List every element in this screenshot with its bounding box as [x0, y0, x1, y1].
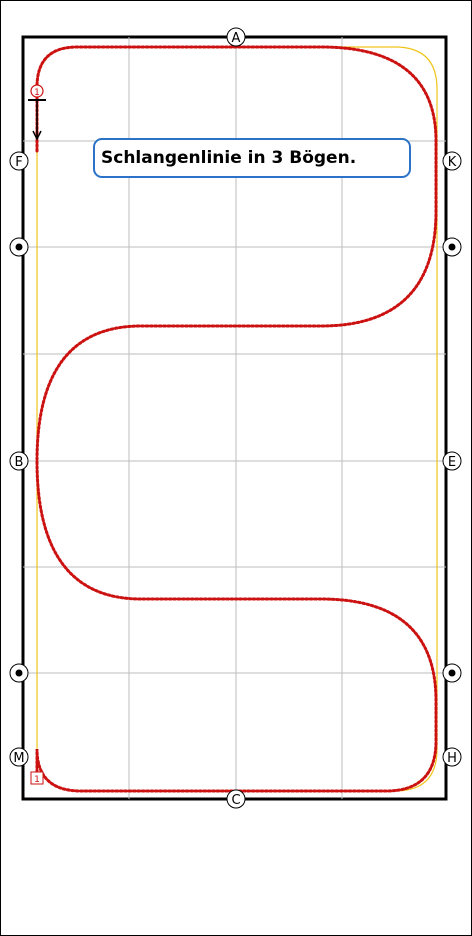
- start-badge-label: 1: [34, 88, 40, 98]
- letter-marker-m: M: [9, 747, 29, 767]
- letter-c-label: C: [231, 793, 240, 808]
- letter-f-label: F: [15, 155, 22, 170]
- dot-marker-left-upper: [9, 237, 29, 257]
- letter-k-label: K: [448, 155, 457, 170]
- dot-marker-right-upper: [442, 237, 462, 257]
- letter-marker-a: A: [226, 27, 246, 47]
- letter-marker-k: K: [442, 151, 462, 171]
- figure-title: Schlangenlinie in 3 Bögen.: [101, 148, 357, 168]
- letter-e-label: E: [448, 455, 456, 470]
- letter-marker-h: H: [442, 747, 462, 767]
- letter-marker-b: B: [9, 451, 29, 471]
- title-label-box: Schlangenlinie in 3 Bögen.: [93, 138, 411, 178]
- letter-marker-f: F: [9, 151, 29, 171]
- letter-marker-c: C: [226, 789, 246, 809]
- end-badge: 1: [30, 771, 44, 785]
- serpentine-path: [35, 45, 438, 793]
- start-badge: 1: [30, 84, 44, 98]
- letter-h-label: H: [447, 751, 457, 766]
- dot-marker-left-lower: [9, 663, 29, 683]
- dot-marker-right-lower: [442, 663, 462, 683]
- letter-b-label: B: [15, 455, 24, 470]
- letter-m-label: M: [13, 751, 24, 766]
- start-marker: [28, 99, 46, 141]
- end-badge-label: 1: [34, 775, 40, 785]
- letter-a-label: A: [232, 31, 241, 46]
- letter-marker-e: E: [442, 451, 462, 471]
